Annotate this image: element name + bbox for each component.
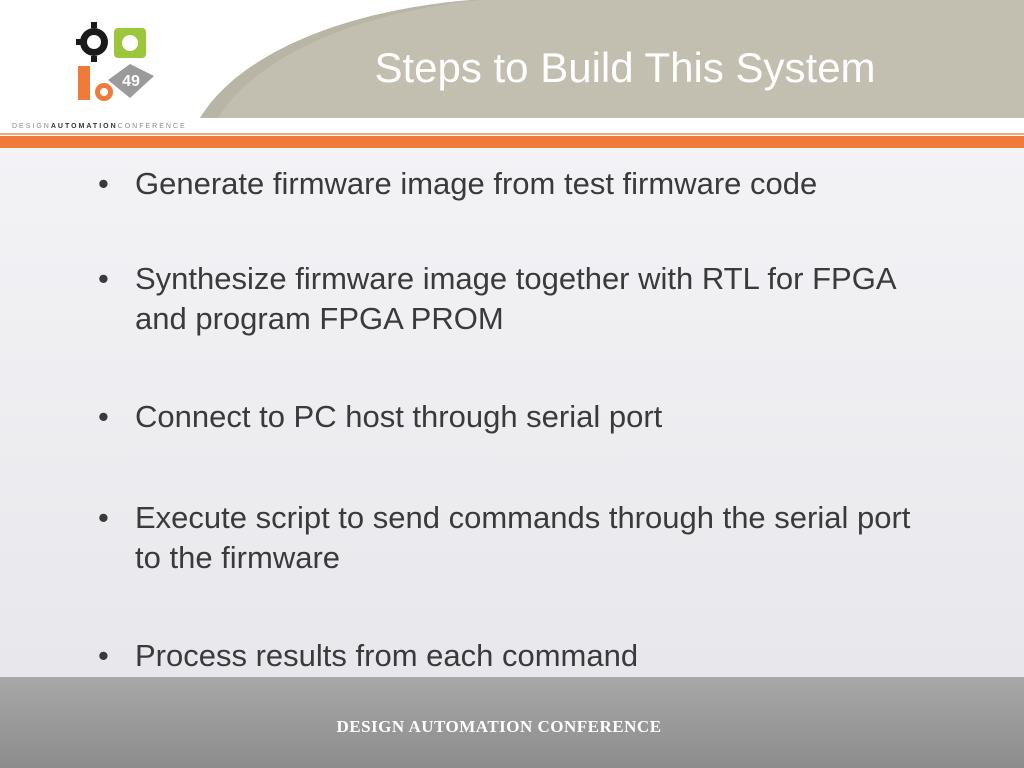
accent-line xyxy=(0,133,1024,135)
bullet-text: Synthesize firmware image together with … xyxy=(135,261,895,336)
accent-bar xyxy=(0,136,1024,148)
slide-content: • Generate firmware image from test firm… xyxy=(0,148,1024,678)
bullet-marker: • xyxy=(98,166,109,201)
brand-design: DESIGN xyxy=(12,123,51,130)
bullet-marker: • xyxy=(98,261,109,296)
bullet-text: Connect to PC host through serial port xyxy=(135,399,663,434)
dac-logo-icon: 49 xyxy=(76,22,154,101)
bullet-marker: • xyxy=(98,638,109,673)
bullet-text: Generate firmware image from test firmwa… xyxy=(135,166,818,201)
brand-conference: CONFERENCE xyxy=(117,123,187,130)
slide-header: Steps to Build This System 49 DESIGNAUTO… xyxy=(0,0,1024,148)
footer-text: DESIGN AUTOMATION CONFERENCE xyxy=(336,717,662,736)
bullet-text: Execute script to send commands through … xyxy=(135,500,911,575)
brand-strip: DESIGNAUTOMATIONCONFERENCE xyxy=(12,123,187,130)
logo-badge: 49 xyxy=(122,73,140,90)
bullet-marker: • xyxy=(98,500,109,535)
slide-footer: DESIGN AUTOMATION CONFERENCE xyxy=(0,677,1024,768)
slide-title: Steps to Build This System xyxy=(374,44,876,91)
header-shape xyxy=(200,0,1024,118)
brand-automation: AUTOMATION xyxy=(50,123,118,130)
bullet-marker: • xyxy=(98,399,109,434)
bullet-text: Process results from each command xyxy=(135,638,639,673)
